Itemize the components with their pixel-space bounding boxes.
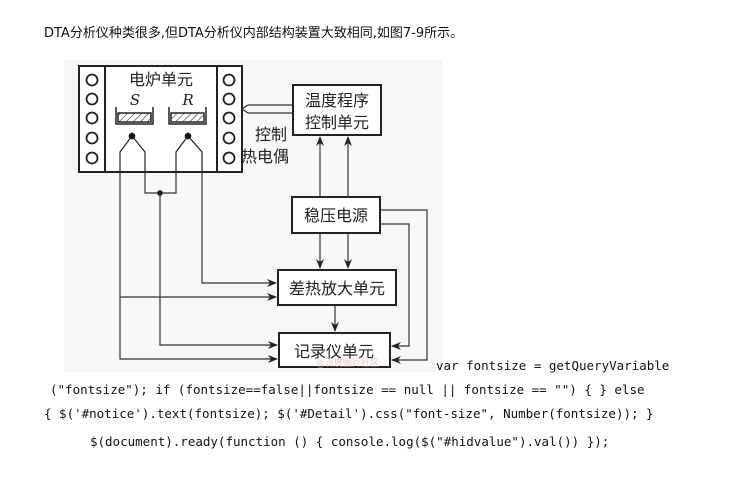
sample-crucible: S	[115, 91, 154, 125]
differential-amplifier-unit: 差热放大单元	[277, 269, 397, 306]
sample-thermocouple	[119, 132, 146, 172]
reference-crucible: R	[168, 91, 207, 125]
code-line-1: var fontsize = getQueryVariable	[436, 358, 670, 373]
furnace-unit: 电炉单元 S R	[78, 65, 243, 173]
intro-paragraph: DTA分析仪种类很多,但DTA分析仪内部结构装置大致相同,如图7-9所示。	[44, 26, 464, 41]
amplifier-label: 差热放大单元	[289, 279, 385, 298]
temp-control-label-line1: 温度程序	[305, 91, 369, 110]
code-line-2: ("fontsize"); if (fontsize==false||fonts…	[50, 382, 645, 397]
reference-junction-loop	[144, 172, 177, 194]
stabilized-power-supply: 稳压电源	[291, 196, 381, 234]
code-line-4: $(document).ready(function () { console.…	[90, 434, 610, 449]
stabilizer-label: 稳压电源	[304, 206, 368, 225]
watermark: @百度图片社区	[316, 359, 380, 369]
line-stabilizer-to-recorder-inner	[380, 223, 410, 350]
furnace-label: 电炉单元	[129, 70, 193, 89]
recorder-unit: 记录仪单元	[278, 332, 391, 368]
reference-label: R	[181, 91, 193, 109]
line-junction-to-recorder	[159, 193, 278, 349]
control-thermocouple-connector	[240, 104, 293, 114]
recorder-label: 记录仪单元	[294, 342, 374, 361]
thermocouple-label-line1: 控制	[255, 125, 287, 144]
connection-lines	[119, 136, 428, 364]
line-r-to-amplifier	[201, 172, 277, 287]
reference-thermocouple	[175, 132, 203, 172]
temp-control-label-line2: 控制单元	[305, 113, 369, 132]
line-s-to-recorder	[119, 172, 278, 363]
sample-label: S	[130, 91, 140, 109]
line-stabilizer-to-recorder-outer	[380, 209, 428, 364]
temp-control-unit: 温度程序 控制单元	[292, 84, 382, 136]
right-heating-coils	[222, 73, 236, 165]
thermocouple-label-line2: 热电偶	[241, 147, 289, 166]
left-heating-coils	[85, 73, 99, 165]
code-line-3: { $('#notice').text(fontsize); $('#Detai…	[44, 406, 654, 421]
